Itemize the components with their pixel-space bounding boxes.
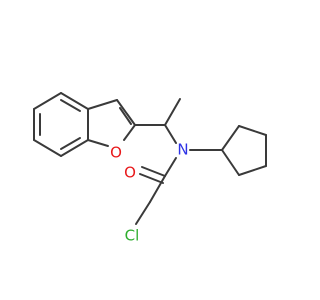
molecule-structure: O N O Cl [33, 92, 267, 245]
bond [116, 99, 136, 126]
oxygen-ring-label: O [110, 144, 122, 162]
bond [119, 107, 132, 125]
bond [60, 137, 81, 150]
chlorine-label: Cl [125, 227, 140, 245]
bond [164, 98, 181, 126]
bond [141, 166, 166, 177]
bond [149, 175, 166, 203]
bond [33, 92, 62, 110]
bond [60, 99, 81, 112]
bond [164, 157, 177, 177]
oxygen-carbonyl-label: O [124, 164, 136, 182]
bond [238, 165, 267, 176]
bond [60, 92, 89, 110]
bond [221, 149, 240, 176]
bond [135, 201, 151, 225]
bond [238, 125, 267, 136]
bond [87, 99, 118, 110]
bond [33, 139, 62, 157]
nitrogen-label: N [177, 141, 188, 159]
bond [60, 139, 89, 157]
bond [139, 173, 164, 184]
bond [221, 125, 240, 151]
atom-labels: O N O Cl [110, 141, 189, 245]
bond [123, 124, 136, 141]
bond [87, 139, 109, 147]
bond [164, 124, 177, 144]
bonds [33, 92, 267, 225]
